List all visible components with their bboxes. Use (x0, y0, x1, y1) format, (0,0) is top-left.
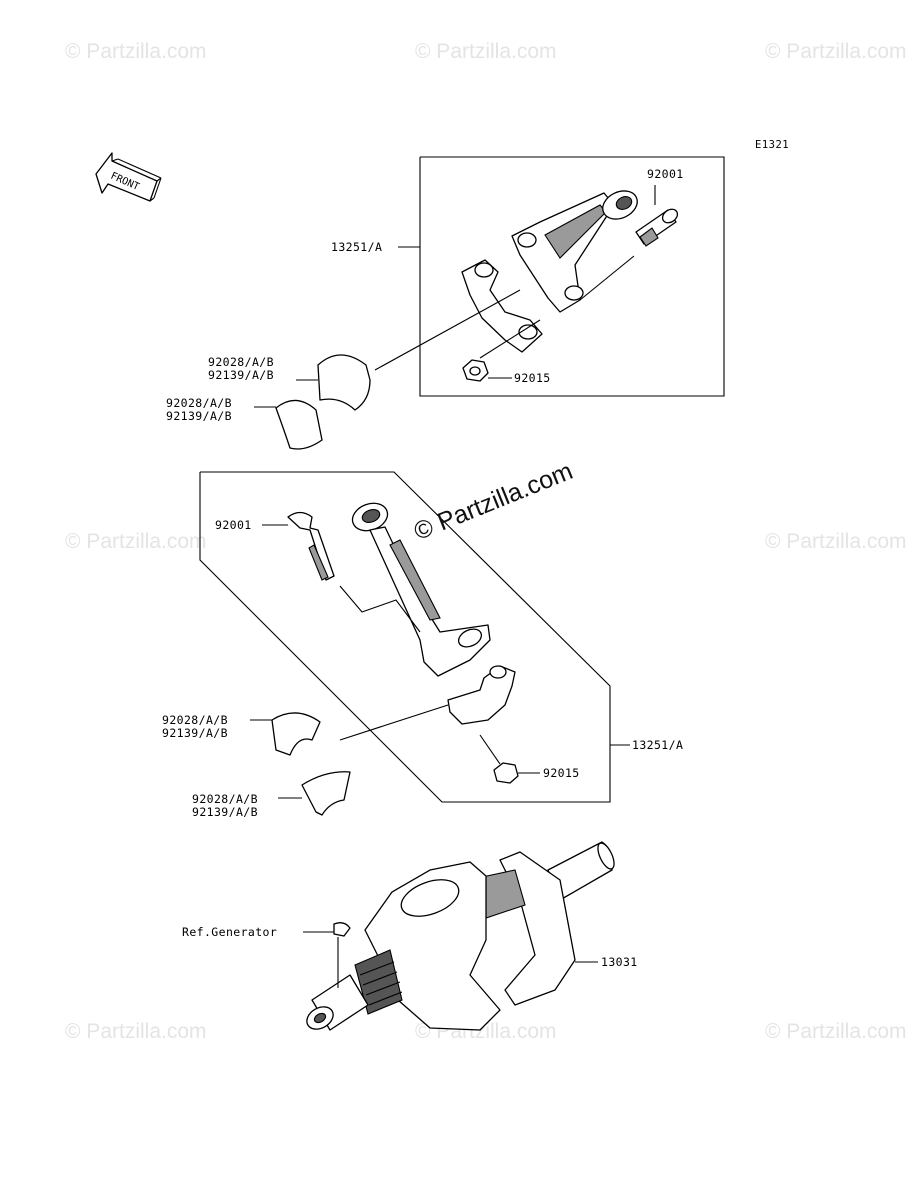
label-top-bearing-1-line1: 92028/A/B (208, 355, 274, 369)
top-bolt (635, 208, 679, 247)
label-mid-nut: 92015 (543, 766, 580, 780)
crank-key (333, 922, 351, 937)
label-top-bearing-2: 92028/A/B 92139/A/B (166, 397, 232, 423)
label-top-nut: 92015 (514, 371, 551, 385)
top-nut (462, 359, 489, 382)
mid-bolt (287, 511, 335, 581)
top-conrod-box (419, 156, 725, 397)
label-crankshaft: 13031 (601, 955, 638, 969)
top-bearing-1 (317, 354, 371, 411)
label-mid-conrod-assy: 13251/A (632, 738, 684, 752)
watermark: © Partzilla.com (65, 40, 207, 63)
label-mid-bearing-2-line2: 92139/A/B (192, 805, 258, 819)
diagram-code: E1321 (755, 139, 790, 151)
top-conrod-cap (461, 259, 543, 353)
watermark: © Partzilla.com (65, 530, 207, 553)
top-connecting-rod (511, 190, 638, 313)
mid-bearing-2 (301, 771, 351, 816)
label-crank-key-ref: Ref.Generator (182, 925, 278, 939)
mid-bearing-1 (271, 712, 321, 756)
mid-conrod-cap (447, 665, 516, 725)
mid-nut (493, 762, 519, 784)
watermark: © Partzilla.com (415, 40, 557, 63)
label-mid-bearing-1-line2: 92139/A/B (162, 726, 228, 740)
label-top-bolt: 92001 (647, 167, 684, 181)
mid-conrod-box (199, 471, 611, 803)
crankshaft (306, 841, 615, 1031)
label-mid-bolt: 92001 (215, 518, 252, 532)
label-mid-bearing-1-line1: 92028/A/B (162, 713, 228, 727)
label-mid-bearing-2: 92028/A/B 92139/A/B (192, 793, 258, 819)
label-top-conrod-assy: 13251/A (331, 240, 383, 254)
mid-connecting-rod (351, 502, 491, 677)
label-top-bearing-1: 92028/A/B 92139/A/B (208, 356, 274, 382)
watermark: © Partzilla.com (765, 40, 907, 63)
label-top-bearing-2-line2: 92139/A/B (166, 409, 232, 423)
label-mid-bearing-2-line1: 92028/A/B (192, 792, 258, 806)
watermark: © Partzilla.com (765, 1020, 907, 1043)
label-top-bearing-2-line1: 92028/A/B (166, 396, 232, 410)
front-arrow-icon: FRONT (95, 152, 162, 202)
watermark: © Partzilla.com (65, 1020, 207, 1043)
label-mid-bearing-1: 92028/A/B 92139/A/B (162, 714, 228, 740)
watermark: © Partzilla.com (765, 530, 907, 553)
top-bearing-2 (275, 399, 323, 450)
label-top-bearing-1-line2: 92139/A/B (208, 368, 274, 382)
